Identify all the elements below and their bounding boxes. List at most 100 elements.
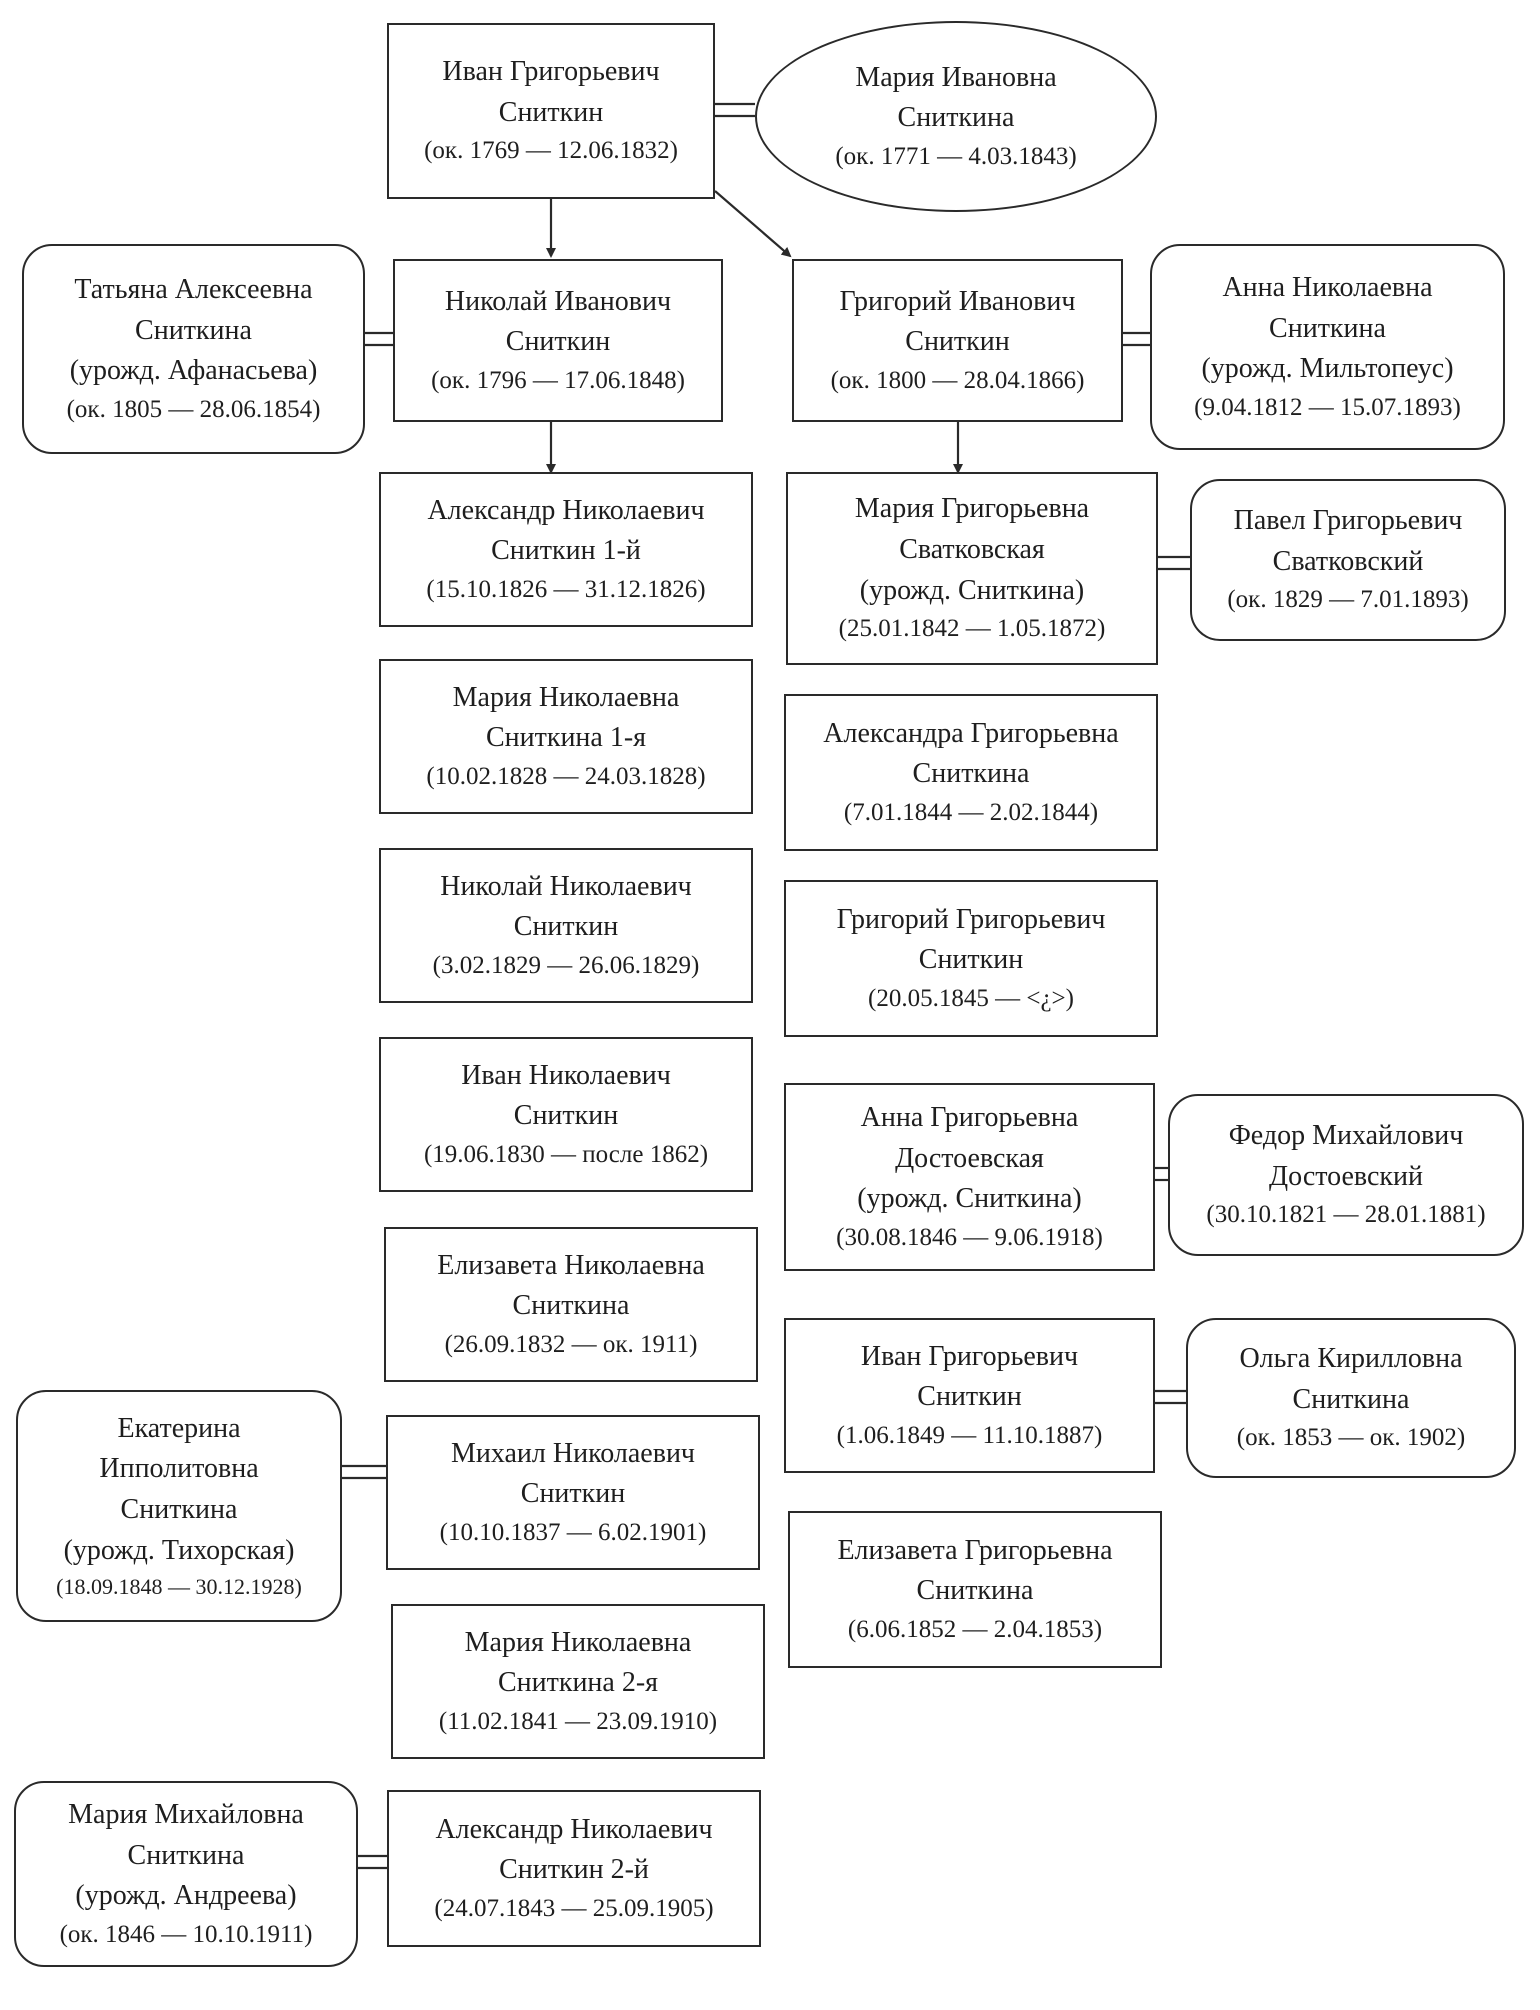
person-name: Ольга Кирилловна (1239, 1343, 1463, 1375)
person-name: Мария Николаевна (464, 1626, 692, 1658)
marriage-mariam-alexander2 (358, 1854, 387, 1870)
person-surname: Сниткин (505, 326, 611, 358)
person-surname: Сниткина 2-я (497, 1667, 659, 1699)
marriage-anna-fedor (1155, 1166, 1168, 1182)
person-ivan-grigorievich-snitkin-jr: Иван Григорьевич Сниткин (1.06.1849 — 11… (784, 1318, 1155, 1473)
person-name: Михаил Николаевич (450, 1437, 696, 1469)
person-name: Анна Николаевна (1222, 271, 1433, 303)
person-surname: Сниткин (905, 326, 1010, 358)
person-maiden-name: (урожд. Афанасьева) (69, 355, 318, 387)
person-dates: (25.01.1842 — 1.05.1872) (838, 615, 1106, 643)
person-surname: Сниткина (897, 102, 1015, 134)
person-surname: Достоевский (1269, 1160, 1423, 1192)
person-surname: Сниткин (918, 944, 1024, 976)
person-nikolai-nikolaevich-snitkin: Николай Николаевич Сниткин (3.02.1829 — … (379, 848, 753, 1003)
person-surname: Сниткина (912, 758, 1030, 790)
person-surname: Сниткина (135, 314, 252, 346)
person-tatiana-alekseevna-snitkina: Татьяна Алексеевна Сниткина (урожд. Афан… (22, 244, 365, 454)
person-dates: (9.04.1812 — 15.07.1893) (1194, 393, 1461, 421)
person-name: Николай Николаевич (440, 870, 692, 902)
person-elizaveta-grigorievna-snitkina: Елизавета Григорьевна Сниткина (6.06.185… (788, 1511, 1162, 1668)
person-name: Александр Николаевич (435, 1813, 713, 1845)
person-maiden-name: (урожд. Сниткина) (857, 1183, 1082, 1215)
person-pavel-grigorievich-svatkovsky: Павел Григорьевич Сватковский (ок. 1829 … (1190, 479, 1506, 641)
person-surname: Сниткин 1-й (491, 535, 641, 567)
person-dates: (30.10.1821 — 28.01.1881) (1206, 1201, 1486, 1229)
person-ivan-nikolaevich-snitkin: Иван Николаевич Сниткин (19.06.1830 — по… (379, 1037, 753, 1192)
person-dates: (ок. 1771 — 4.03.1843) (835, 142, 1077, 170)
person-dates: (ок. 1829 — 7.01.1893) (1227, 586, 1469, 614)
person-dates: (6.06.1852 — 2.04.1853) (847, 1615, 1103, 1643)
person-anna-grigorievna-dostoevskaya: Анна Григорьевна Достоевская (урожд. Сни… (784, 1083, 1155, 1271)
person-ekaterina-ippolitovna-snitkina: Екатерина Ипполитовна Сниткина (урожд. Т… (16, 1390, 342, 1622)
arrow-ivan-to-grigory (714, 190, 792, 258)
marriage-ivan-olga (1155, 1389, 1186, 1405)
person-fedor-mikhailovich-dostoevsky: Федор Михайлович Достоевский (30.10.1821… (1168, 1094, 1524, 1256)
marriage-maria-pavel (1158, 555, 1190, 571)
person-maiden-name: (урожд. Андреева) (75, 1880, 297, 1912)
person-maiden-name: (урожд. Тихорская) (63, 1534, 295, 1566)
marriage-ivan-maria (715, 102, 755, 118)
person-surname: Сниткина (1269, 312, 1386, 344)
person-dates: (7.01.1844 — 2.02.1844) (843, 798, 1099, 826)
person-dates: (15.10.1826 — 31.12.1826) (426, 575, 706, 603)
person-surname: Сниткин (520, 1478, 626, 1510)
person-name: Елизавета Григорьевна (837, 1534, 1113, 1566)
person-name: Григорий Иванович (839, 285, 1076, 317)
person-name: Иван Николаевич (461, 1059, 671, 1091)
person-dates: (18.09.1848 — 30.12.1928) (56, 1574, 302, 1600)
person-dates: (30.08.1846 — 9.06.1918) (836, 1223, 1103, 1251)
person-maria-ivanovna-snitkina: Мария Ивановна Сниткина (ок. 1771 — 4.03… (755, 21, 1157, 212)
person-maria-nikolaevna-snitkina-2: Мария Николаевна Сниткина 2-я (11.02.184… (391, 1604, 765, 1759)
person-dates: (10.10.1837 — 6.02.1901) (439, 1518, 707, 1546)
person-name: Мария Григорьевна (854, 493, 1090, 525)
person-name: Екатерина (117, 1412, 241, 1444)
person-ivan-grigorievich-snitkin: Иван Григорьевич Сниткин (ок. 1769 — 12.… (387, 23, 715, 199)
person-surname: Сниткин (513, 911, 619, 943)
person-surname: Сниткина (127, 1839, 245, 1871)
person-surname: Сниткина (120, 1494, 238, 1526)
person-name: Татьяна Алексеевна (74, 273, 313, 305)
marriage-tatiana-nikolai (365, 331, 393, 347)
person-maria-grigorievna-svatkovskaya: Мария Григорьевна Сватковская (урожд. Сн… (786, 472, 1158, 665)
person-dates: (10.02.1828 — 24.03.1828) (426, 762, 706, 790)
person-dates: (20.05.1845 — <¿>) (868, 984, 1074, 1012)
person-name: Федор Михайлович (1228, 1120, 1464, 1152)
person-alexandra-grigorievna-snitkina: Александра Григорьевна Сниткина (7.01.18… (784, 694, 1158, 851)
person-dates: (3.02.1829 — 26.06.1829) (432, 951, 700, 979)
person-dates: (ок. 1796 — 17.06.1848) (431, 366, 685, 394)
person-dates: (26.09.1832 — ок. 1911) (444, 1330, 698, 1358)
person-surname: Сниткин (513, 1100, 619, 1132)
marriage-grigory-anna (1123, 331, 1150, 347)
person-name: Александра Григорьевна (823, 717, 1119, 749)
person-alexander-nikolaevich-snitkin-2: Александр Николаевич Сниткин 2-й (24.07.… (387, 1790, 761, 1947)
person-name: Мария Николаевна (452, 681, 680, 713)
person-surname: Сниткин (917, 1381, 1022, 1413)
person-dates: (19.06.1830 — после 1862) (423, 1140, 709, 1168)
person-name: Мария Михайловна (68, 1798, 304, 1830)
person-surname: Сватковская (899, 534, 1045, 566)
person-mikhail-nikolaevich-snitkin: Михаил Николаевич Сниткин (10.10.1837 — … (386, 1415, 760, 1570)
person-alexander-nikolaevich-snitkin-1: Александр Николаевич Сниткин 1-й (15.10.… (379, 472, 753, 627)
person-name: Иван Григорьевич (442, 56, 660, 88)
person-name: Григорий Григорьевич (836, 903, 1106, 935)
person-olga-kirillovna-snitkina: Ольга Кирилловна Сниткина (ок. 1853 — ок… (1186, 1318, 1516, 1478)
person-name: Александр Николаевич (427, 494, 705, 526)
person-name: Мария Ивановна (855, 61, 1057, 93)
person-dates: (ок. 1800 — 28.04.1866) (830, 366, 1085, 394)
person-dates: (ок. 1805 — 28.06.1854) (66, 395, 321, 423)
person-surname: Сниткина (512, 1290, 630, 1322)
person-name: Анна Григорьевна (860, 1101, 1079, 1133)
person-name: Николай Иванович (444, 285, 672, 317)
person-maiden-name: (урожд. Сниткина) (859, 574, 1085, 606)
person-name: Иван Григорьевич (860, 1340, 1079, 1372)
person-patronymic: Ипполитовна (99, 1453, 259, 1485)
person-maria-mikhailovna-snitkina: Мария Михайловна Сниткина (урожд. Андрее… (14, 1781, 358, 1967)
person-surname: Сниткин 2-й (499, 1854, 649, 1886)
person-nikolai-ivanovich-snitkin: Николай Иванович Сниткин (ок. 1796 — 17.… (393, 259, 723, 422)
person-maiden-name: (урожд. Мильтопеус) (1201, 353, 1454, 385)
person-dates: (ок. 1853 — ок. 1902) (1236, 1424, 1466, 1452)
person-maria-nikolaevna-snitkina-1: Мария Николаевна Сниткина 1-я (10.02.182… (379, 659, 753, 814)
